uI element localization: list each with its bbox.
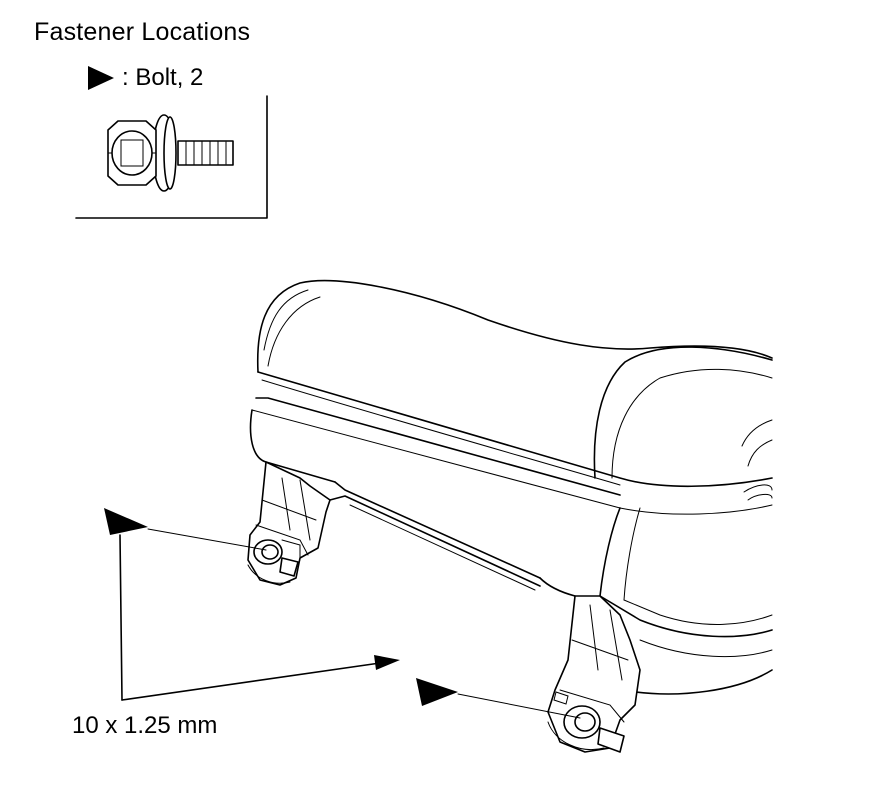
triangle-marker-icon xyxy=(88,66,114,90)
bolt-legend-box xyxy=(75,95,268,219)
seat-rail xyxy=(329,481,576,597)
page-title: Fastener Locations xyxy=(34,18,251,46)
seat-cushion xyxy=(249,279,773,695)
bolt-icon xyxy=(107,114,234,192)
bolt-legend-label: : Bolt, 2 xyxy=(122,64,204,91)
bolt-legend: : Bolt, 2 xyxy=(86,62,203,94)
bolt-marker-1-icon xyxy=(104,508,148,535)
left-front-bracket xyxy=(247,461,331,586)
bolt-marker-2-icon xyxy=(416,678,458,706)
bolt-callouts xyxy=(104,508,581,719)
bolt-size-label: 10 x 1.25 mm xyxy=(72,712,218,739)
right-rear-bracket xyxy=(547,595,641,753)
leader-arrow-icon xyxy=(374,655,400,670)
